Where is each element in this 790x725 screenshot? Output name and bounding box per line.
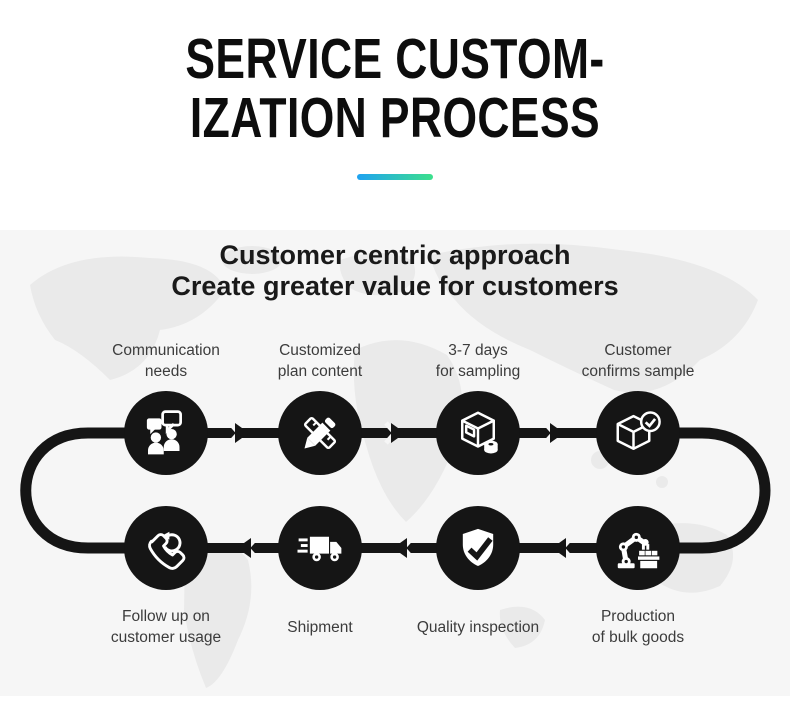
phone-callback-icon	[148, 531, 186, 570]
step-label-confirms-sample: Customer confirms sample	[546, 322, 730, 388]
step-label-line: Communication	[112, 342, 220, 359]
step-label-line: 3-7 days	[448, 342, 508, 359]
pencil-ruler-icon	[303, 416, 337, 450]
step-label-shipment: Shipment	[228, 602, 412, 652]
step-label-line: of bulk goods	[591, 629, 685, 646]
step-label-quality-inspection: Quality inspection	[386, 602, 570, 652]
gradient-divider	[357, 174, 433, 180]
right-loop-connector	[638, 427, 771, 554]
page-title: SERVICE CUSTOM- IZATION PROCESS	[0, 0, 790, 148]
step-label-line: for sampling	[435, 363, 521, 380]
step-circle-sampling	[436, 391, 520, 475]
box-check-icon	[616, 411, 661, 450]
step-label-customized-plan: Customized plan content	[228, 322, 412, 388]
process-panel: Customer centric approach Create greater…	[0, 230, 790, 696]
step-label-line: Follow up on	[122, 608, 210, 625]
step-label-line: Customer	[604, 342, 672, 359]
left-loop-connector	[20, 427, 166, 554]
step-circle-production	[596, 506, 680, 590]
package-box-icon	[461, 411, 498, 454]
step-label-line: customer usage	[110, 629, 222, 646]
step-circle-customized-plan	[278, 391, 362, 475]
page-title-line-2: IZATION PROCESS	[189, 86, 601, 150]
step-label-line: plan content	[277, 363, 363, 380]
step-label-line: Shipment	[287, 618, 353, 636]
step-label-line: confirms sample	[581, 363, 695, 380]
robot-arm-icon	[617, 532, 660, 569]
step-circle-confirms-sample	[596, 391, 680, 475]
panel-subtitle-line-1: Customer centric approach	[219, 240, 571, 270]
shield-check-icon	[462, 528, 494, 566]
step-label-follow-up: Follow up on customer usage	[74, 602, 258, 652]
step-label-sampling-days: 3-7 days for sampling	[386, 322, 570, 388]
top-row-arrowheads	[228, 421, 564, 445]
step-circle-quality-inspection	[436, 506, 520, 590]
flow-connector-svg	[20, 421, 771, 560]
delivery-truck-icon	[297, 536, 342, 562]
step-label-line: Customized	[279, 342, 361, 359]
page-title-line-1: SERVICE CUSTOM-	[185, 27, 605, 91]
step-label-production: Production of bulk goods	[546, 602, 730, 652]
step-circle-follow-up	[124, 506, 208, 590]
chat-people-icon	[146, 410, 182, 455]
step-label-line: Quality inspection	[416, 618, 540, 636]
panel-subtitle: Customer centric approach Create greater…	[0, 240, 790, 302]
bottom-row-arrowheads	[237, 536, 573, 560]
page-header: SERVICE CUSTOM- IZATION PROCESS	[0, 0, 790, 180]
panel-subtitle-line-2: Create greater value for customers	[171, 271, 619, 301]
step-label-line: Production	[600, 608, 676, 625]
step-label-communication-needs: Communication needs	[74, 322, 258, 388]
step-label-line: needs	[144, 363, 188, 380]
step-circle-shipment	[278, 506, 362, 590]
step-circle-communication	[124, 391, 208, 475]
